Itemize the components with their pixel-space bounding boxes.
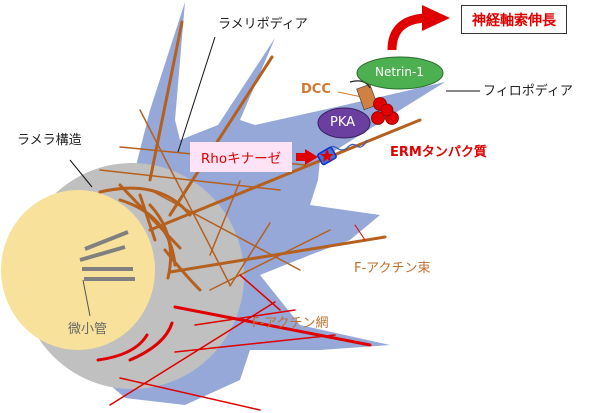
f-actin-network-label: F-アクチン網 xyxy=(252,316,329,331)
f-actin-bundles xyxy=(98,20,422,292)
filopodia-label: フィロポディア xyxy=(483,84,573,99)
pka-label: PKA xyxy=(330,115,356,130)
actin-bundle xyxy=(229,222,271,287)
actin-network-line xyxy=(194,309,296,326)
actin-bundle xyxy=(138,193,157,242)
actin-bundle xyxy=(168,235,387,274)
actin-network-line xyxy=(109,301,276,406)
rho-arrow-head xyxy=(305,149,318,165)
dcc-tail xyxy=(349,80,371,89)
rho-kinase-box: Rhoキナーゼ xyxy=(190,142,292,172)
actin-bundle-arc xyxy=(98,186,192,217)
dcc-label: DCC xyxy=(301,82,331,97)
actin-bundle xyxy=(209,180,241,256)
outcome-arrowhead xyxy=(422,5,450,31)
microtubule xyxy=(84,230,129,251)
lamella-label: ラメラ構造 xyxy=(17,133,82,148)
lamellipodia-pointer xyxy=(177,36,216,153)
erm-protein xyxy=(380,103,394,117)
dcc-pointer xyxy=(337,91,363,98)
netrin-label: Netrin-1 xyxy=(375,65,424,79)
f-actin-bundle-label: F-アクチン束 xyxy=(354,261,431,276)
erm-proteins xyxy=(371,97,399,125)
pointer-line xyxy=(354,224,366,241)
actin-network-line xyxy=(174,334,336,353)
outcome-arrow xyxy=(387,13,426,51)
netrin-1 xyxy=(356,56,444,90)
linker-wave xyxy=(326,139,368,151)
actin-bundle-arc xyxy=(163,248,202,292)
actin-bundle xyxy=(139,109,231,286)
actin-network-line xyxy=(119,377,261,411)
f-actin-network xyxy=(96,224,372,411)
actin-bundle xyxy=(118,183,182,250)
erm-protein xyxy=(371,111,385,125)
dcc-receptor xyxy=(356,83,378,111)
actin-network-arc xyxy=(96,333,149,362)
microtubule-label: 微小管 xyxy=(68,322,108,337)
actin-bundle xyxy=(148,20,184,182)
rho-arrow-shaft xyxy=(296,153,306,161)
pka xyxy=(317,107,371,139)
actin-network-line xyxy=(239,274,281,311)
actin-network-line xyxy=(173,305,372,347)
microtubules xyxy=(79,230,135,281)
actin-bundle-arc xyxy=(148,203,173,280)
actin-bundle xyxy=(209,229,331,291)
microtubule-pointer xyxy=(82,279,91,317)
actin-network-arc xyxy=(128,321,174,362)
actin-bundle xyxy=(148,118,422,232)
microtubule xyxy=(79,245,126,262)
lamella-pointer xyxy=(69,159,93,188)
actin-bundle xyxy=(168,55,274,217)
erm-label: ERMタンパク質 xyxy=(390,145,487,160)
axon-outgrowth-box: 神経軸索伸長 xyxy=(461,5,567,34)
actin-bundle xyxy=(99,169,281,191)
star-icon xyxy=(320,149,334,162)
lamellipodia-label: ラメリポディア xyxy=(218,17,308,32)
cell-body xyxy=(1,190,155,350)
